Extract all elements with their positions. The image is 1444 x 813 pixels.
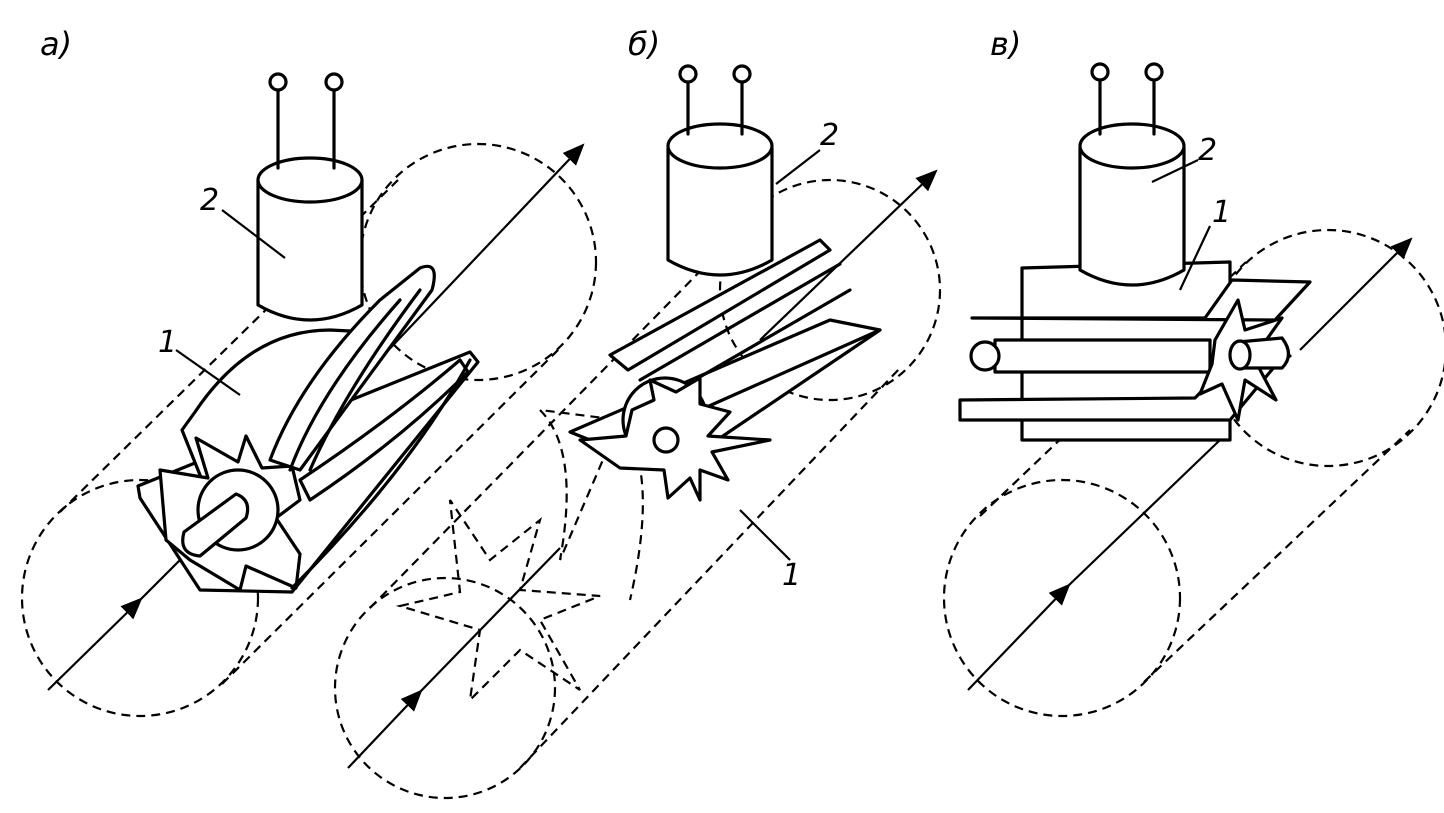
label-sensor-c: 2	[1198, 133, 1217, 168]
panel-b: б)	[333, 25, 942, 800]
leader-2-c	[1151, 159, 1199, 183]
helix-blade-a	[268, 264, 472, 590]
channel-block-c	[958, 260, 1312, 442]
terminal-b1	[678, 64, 698, 84]
leader-1-a	[175, 349, 241, 396]
label-sensor-b: 2	[820, 118, 839, 153]
terminal-a1	[268, 72, 288, 92]
terminal-c2	[1144, 62, 1164, 82]
label-sensor-a: 2	[200, 183, 219, 218]
label-shaft-a: 1	[158, 325, 177, 360]
label-shaft-b: 1	[782, 558, 801, 593]
sensor-coil-a	[256, 72, 364, 322]
leader-2-b	[775, 149, 821, 185]
terminal-b2	[732, 64, 752, 84]
terminal-c1	[1090, 62, 1110, 82]
leader-1-b	[739, 509, 791, 561]
panel-a: а)	[20, 25, 598, 718]
gear-wheel-b	[578, 376, 772, 502]
panel-c: в)	[942, 25, 1444, 718]
leader-2-a	[221, 209, 286, 259]
gear-wheel-c	[1198, 298, 1292, 422]
sensor-coil-b	[666, 64, 774, 277]
panel-letter-a: а)	[40, 25, 72, 63]
panel-letter-b: б)	[628, 25, 660, 63]
flow-arrow-b	[347, 169, 938, 769]
label-shaft-c: 1	[1212, 195, 1231, 230]
panel-letter-c: в)	[990, 25, 1021, 63]
sensor-coil-c	[1078, 62, 1186, 287]
terminal-a2	[324, 72, 344, 92]
flow-arrow-c	[967, 237, 1413, 691]
flow-tube-b	[333, 178, 942, 800]
leader-1-c	[1179, 225, 1211, 291]
